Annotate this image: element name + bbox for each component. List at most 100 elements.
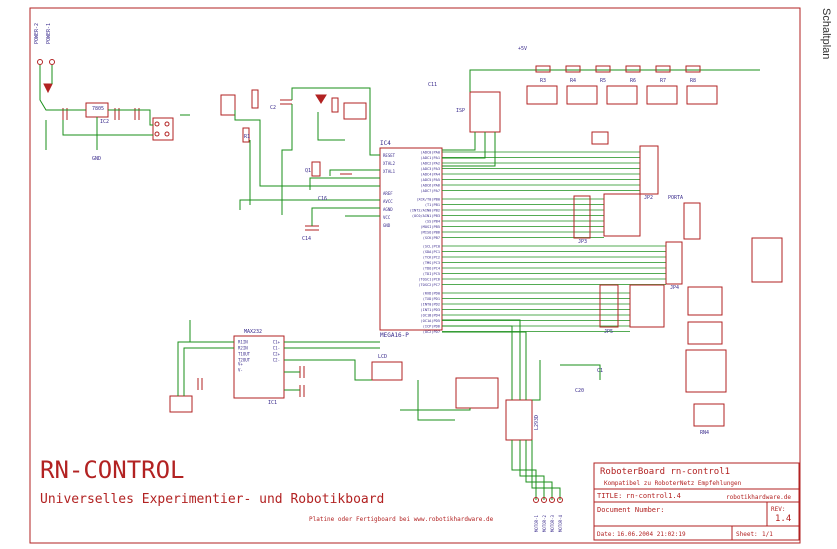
mcu-ic xyxy=(379,147,443,331)
mcu-right-pin-label: (ADC1)PA1 xyxy=(421,156,440,160)
mcu-right-pin-label: (TXD)PD1 xyxy=(423,297,440,301)
mcu-right-pin-label: (TDI)PC5 xyxy=(423,272,440,276)
regulator-ref: IC2 xyxy=(100,119,109,125)
max232-pin-label: V- xyxy=(238,368,243,373)
page-side-label: Schaltplan xyxy=(820,8,832,60)
max232-pin-label: C1+ xyxy=(273,340,281,345)
c2-label: C2 xyxy=(270,105,276,111)
jp2-label: JP2 xyxy=(644,195,653,201)
mcu-right-pin-label: (ADC0)PA0 xyxy=(421,151,440,155)
max232-ref: IC1 xyxy=(268,400,277,406)
title-field-value: rn-control1.4 xyxy=(626,492,681,500)
max232-name: MAX232 xyxy=(244,329,262,335)
isp-connector xyxy=(469,91,501,133)
jp5-label: JP5 xyxy=(604,329,613,335)
max232-pin-label: T1OUT xyxy=(238,352,251,357)
mcu-right-pin-label: (SDA)PC1 xyxy=(423,250,440,254)
mcu-right-pin-label: (TOSC1)PC6 xyxy=(418,278,440,282)
date-label: Date: xyxy=(597,531,615,538)
mcu-left-pin-label: GND xyxy=(383,223,391,228)
crystal-reset-parts xyxy=(220,89,367,231)
mcu-right-pin-label: (ADC3)PA3 xyxy=(421,167,440,171)
mcu-right-pin-label: (T1)PB1 xyxy=(425,203,440,207)
mcu-right-pin-label: (INT2/AIN0)PB2 xyxy=(410,209,440,213)
rev-label: REV: xyxy=(771,506,785,513)
mcu-right-pin-label: (SS)PB4 xyxy=(425,220,440,224)
mcu-right-pin-label: (XCK/T0)PB0 xyxy=(416,198,440,202)
title-table xyxy=(593,462,800,541)
driver-ic xyxy=(505,399,533,441)
mcu-right-pin-label: (ICP)PD6 xyxy=(423,325,440,329)
driver-wires xyxy=(400,319,601,500)
mcu-name-label: MEGA16-P xyxy=(380,332,409,339)
motor-a-label: MOTOR-1 xyxy=(534,515,539,532)
mcu-right-pin-label: (ADC2)PA2 xyxy=(421,162,440,166)
driver-label: L293D xyxy=(534,415,540,430)
power-2-label: POWER-2 xyxy=(34,23,40,44)
lcd-label: LCD xyxy=(378,354,387,360)
c20-label: C20 xyxy=(575,388,584,394)
r4-label: R4 xyxy=(570,78,576,84)
sheet-label: Sheet: xyxy=(736,531,758,538)
porta-label: PORTA xyxy=(668,195,683,201)
motor-b-label: MOTOR-2 xyxy=(542,515,547,532)
title-compat: Kompatibel zu RoboterNetz Empfehlungen xyxy=(604,480,742,487)
rs232-wires xyxy=(177,320,380,396)
r6-label: R6 xyxy=(630,78,636,84)
mcu-right-pin-label: (ADC4)PA4 xyxy=(421,173,440,177)
title-board-name: RoboterBoard rn-control1 xyxy=(600,467,730,477)
title-field-label: TITLE: xyxy=(597,492,622,500)
bus-wires xyxy=(442,151,666,332)
mcu-ref-label: IC4 xyxy=(380,140,391,147)
mcu-right-pin-label: (OC1A)PD5 xyxy=(421,319,440,323)
motor-d-label: MOTOR-4 xyxy=(558,515,563,532)
date-value: 16.06.2004 21:02:19 xyxy=(617,531,686,538)
max232-pin-label: C2- xyxy=(273,358,280,363)
r3-label: R3 xyxy=(540,78,546,84)
led-resistor-row xyxy=(526,65,718,145)
max232-pin-label: R2IN xyxy=(238,346,248,351)
sheet-frame xyxy=(29,7,801,544)
mcu-right-pin-label: (ADC5)PA5 xyxy=(421,178,440,182)
mcu-left-pin-label: RESET xyxy=(383,153,396,158)
mcu-left-pin-label: AVCC xyxy=(383,199,393,204)
power-gnd-label: GND xyxy=(92,156,101,162)
mcu-right-pin-label: (TDO)PC4 xyxy=(423,267,440,271)
mcu-right-pins: (ADC0)PA0(ADC1)PA1 (ADC2)PA2(ADC3)PA3 (ADC… xyxy=(410,151,440,335)
board-title: RN-CONTROL xyxy=(40,456,185,484)
isp-wires xyxy=(442,69,760,167)
mcu-right-pin-label: (TMS)PC3 xyxy=(423,261,440,265)
mcu-right-pin-label: (MOSI)PB5 xyxy=(421,225,440,229)
logic-ic xyxy=(455,377,499,409)
c16-label: C16 xyxy=(318,196,327,202)
crystal-reset-wires xyxy=(234,87,380,226)
motor-terminals xyxy=(533,497,563,503)
board-source-note: Platine oder Fertigboard bei www.robotik… xyxy=(309,516,494,523)
mcu-right-pin-label: (OC1B)PD4 xyxy=(421,314,440,318)
power-input xyxy=(37,59,174,141)
mcu-left-pin-label: VCC xyxy=(383,215,391,220)
max232-ic xyxy=(233,335,285,399)
rs232-section xyxy=(169,361,403,413)
mcu-right-pin-label: (RXD)PD0 xyxy=(423,292,440,296)
power-wires xyxy=(39,65,190,150)
max232-pin-label: C1- xyxy=(273,346,280,351)
mcu-right-pin-label: (TOSC2)PC7 xyxy=(418,283,440,287)
max232-pin-label: R1IN xyxy=(238,340,248,345)
mcu-left-pin-label: XTAL2 xyxy=(383,161,396,166)
c1-label: C1 xyxy=(597,368,603,374)
mcu-left-pin-label: AREF xyxy=(383,191,393,196)
mcu-right-pin-label: (TCK)PC2 xyxy=(423,256,440,260)
board-subtitle: Universelles Experimentier- und Robotikb… xyxy=(40,492,384,507)
motor-c-label: MOTOR-3 xyxy=(550,515,555,532)
jp4-label: JP4 xyxy=(670,285,679,291)
mcu-right-pin-label: (ADC6)PA6 xyxy=(421,184,440,188)
r1-label: R1 xyxy=(244,134,250,140)
mcu-right-pin-label: (MISO)PB6 xyxy=(421,231,440,235)
regulator-label: 7805 xyxy=(92,106,104,112)
max232-pin-label: T2OUT xyxy=(238,358,251,363)
right-connectors xyxy=(573,145,783,427)
mcu-left-pin-label: XTAL1 xyxy=(383,169,396,174)
